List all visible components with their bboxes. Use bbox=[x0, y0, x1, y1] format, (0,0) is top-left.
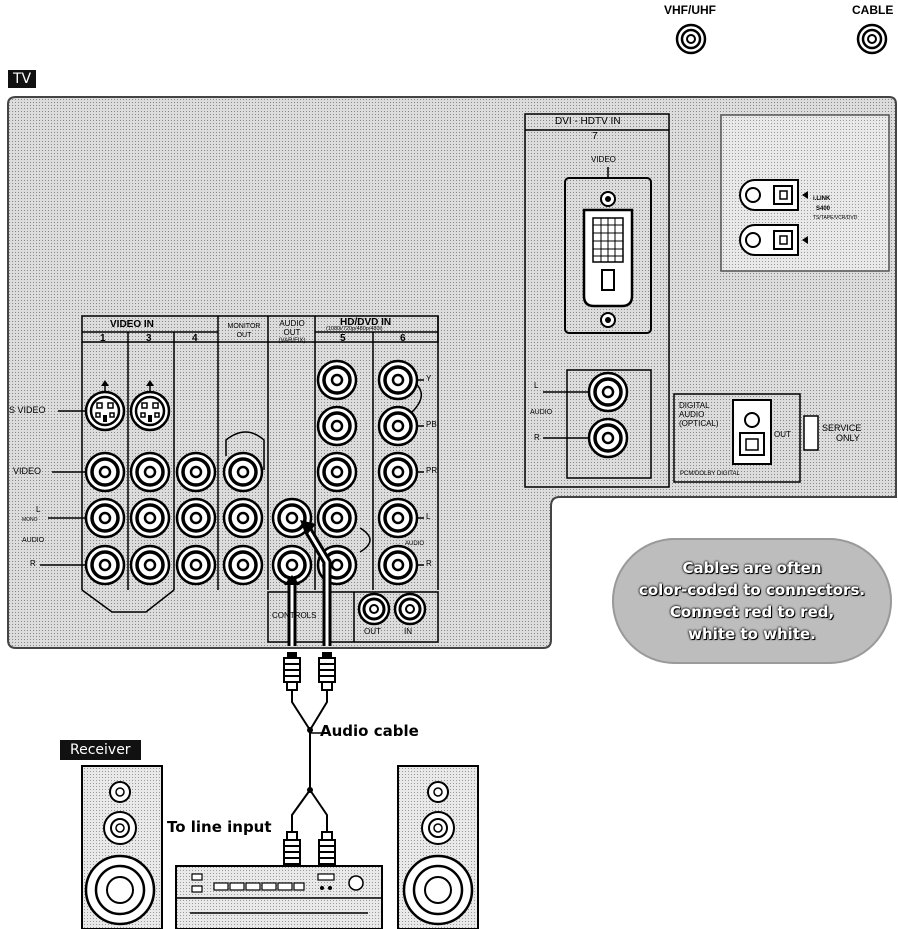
comp-pr-label: PR bbox=[426, 466, 438, 475]
component-leaders bbox=[417, 379, 424, 566]
controls-label: CONTROLS bbox=[272, 611, 317, 620]
right-speaker bbox=[397, 765, 479, 929]
input-block bbox=[81, 315, 439, 643]
left-speaker bbox=[81, 765, 163, 929]
digital-audio-title-2: AUDIO bbox=[679, 410, 705, 419]
hd-dvd-col-6: 6 bbox=[400, 333, 406, 344]
tv-tag: TV bbox=[8, 70, 37, 88]
comp-y-label: Y bbox=[426, 374, 432, 383]
color-coding-note: Cables are often color-coded to connecto… bbox=[612, 538, 892, 664]
s-video-row-label: S VIDEO bbox=[9, 405, 46, 415]
ilink-line2: S400 bbox=[816, 206, 831, 212]
video-row-label: VIDEO bbox=[13, 466, 42, 476]
video-in-col-4: 4 bbox=[192, 333, 198, 344]
ilink-section bbox=[720, 114, 890, 272]
controls-out-label: OUT bbox=[364, 627, 381, 636]
audio-cable-label: Audio cable bbox=[320, 722, 419, 740]
hd-dvd-col-5: 5 bbox=[340, 333, 346, 344]
dvi-title: DVI - HDTV IN bbox=[555, 116, 621, 127]
dvi-number: 7 bbox=[592, 131, 598, 142]
dvi-l-label: L bbox=[534, 381, 539, 390]
comp-audio-label: AUDIO bbox=[405, 541, 425, 547]
monitor-out-label: MONITOR OUT bbox=[227, 323, 261, 339]
note-line-3: Connect red to red, bbox=[669, 603, 835, 621]
cable-label: CABLE bbox=[852, 3, 894, 17]
line-input-label: To line input bbox=[167, 818, 272, 836]
digital-audio-out-label: OUT bbox=[774, 430, 791, 439]
hd-dvd-title: HD/DVD IN bbox=[340, 317, 392, 328]
dvi-audio-label: AUDIO bbox=[530, 409, 553, 416]
note-line-4: white to white. bbox=[688, 625, 816, 643]
vhf-uhf-jack bbox=[675, 23, 707, 55]
receiver-unit bbox=[175, 865, 383, 929]
service-line1: SERVICE bbox=[822, 423, 862, 433]
service-line2: ONLY bbox=[836, 433, 860, 443]
digital-audio-title-1: DIGITAL bbox=[679, 401, 710, 410]
leader-lines bbox=[40, 410, 86, 566]
audio-row-label: AUDIO bbox=[22, 537, 45, 544]
video-in-col-3: 3 bbox=[146, 333, 152, 344]
vhf-uhf-label: VHF/UHF bbox=[664, 3, 716, 17]
receiver-tag: Receiver bbox=[60, 740, 141, 760]
r-row-label: R bbox=[30, 559, 36, 568]
controls-in-label: IN bbox=[404, 627, 412, 636]
l-row-label: L bbox=[36, 505, 41, 514]
dvi-section bbox=[524, 113, 670, 488]
comp-pb-label: PB bbox=[426, 420, 437, 429]
dvi-r-label: R bbox=[534, 433, 540, 442]
note-line-1: Cables are often bbox=[682, 559, 822, 577]
comp-r-label: R bbox=[426, 559, 432, 568]
mono-row-label: MONO bbox=[22, 517, 38, 523]
comp-l-label: L bbox=[426, 512, 431, 521]
cable-jack bbox=[856, 23, 888, 55]
hd-dvd-sub: (1080i/720p/480p/480i) bbox=[326, 326, 383, 332]
audio-out-label: AUDIO OUT bbox=[279, 319, 305, 337]
ilink-line1: i.LINK bbox=[813, 196, 831, 202]
digital-audio-section bbox=[673, 393, 819, 483]
dvi-video-label: VIDEO bbox=[591, 155, 616, 164]
s-video-jacks bbox=[84, 380, 171, 432]
digital-audio-title-3: (OPTICAL) bbox=[679, 419, 719, 428]
ilink-line3: TS/TAPE/VCR/DVD bbox=[813, 215, 858, 221]
note-line-2: color-coded to connectors. bbox=[638, 581, 866, 599]
audio-out-sub: (VAR/FIX) bbox=[278, 338, 306, 344]
video-in-col-1: 1 bbox=[100, 333, 106, 344]
audio-cable bbox=[283, 520, 336, 871]
digital-audio-footer: PCM/DOLBY DIGITAL bbox=[680, 471, 740, 477]
video-in-title: VIDEO IN bbox=[110, 319, 154, 330]
